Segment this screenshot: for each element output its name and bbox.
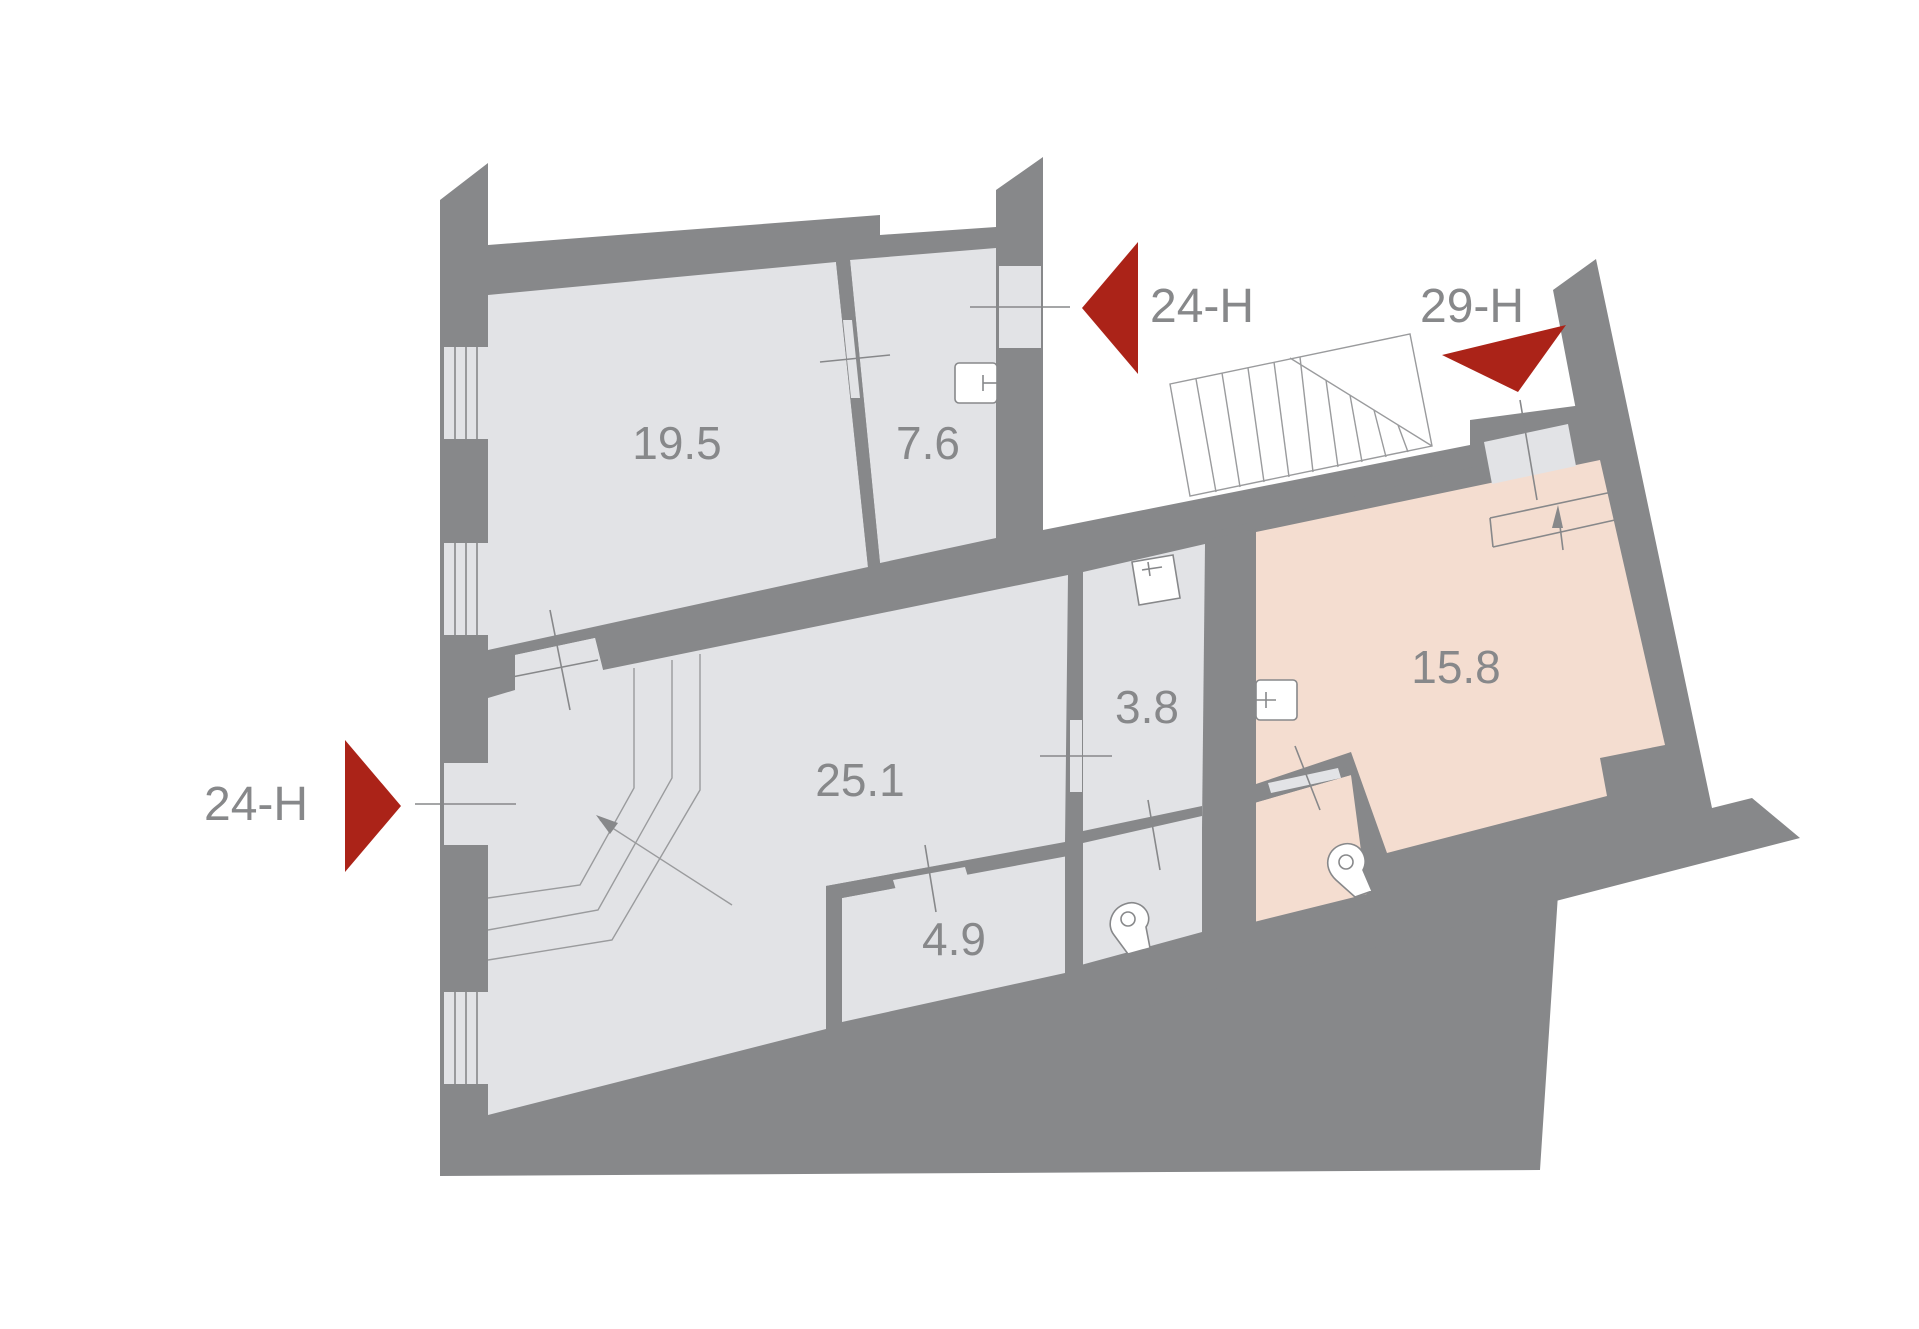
sink-icon bbox=[1131, 554, 1181, 606]
fixtures bbox=[954, 362, 1374, 955]
entrance-markers bbox=[345, 242, 1566, 872]
toilet-icon bbox=[1326, 842, 1374, 898]
entrance-label-left: 24-Н bbox=[204, 778, 308, 831]
room-area-label: 4.9 bbox=[922, 913, 986, 965]
room-c-floor bbox=[488, 575, 1068, 1115]
room-area-label: 25.1 bbox=[815, 754, 905, 806]
room-f-floor bbox=[1256, 460, 1665, 853]
room-b-floor bbox=[850, 248, 996, 563]
entrance-label-right: 29-Н bbox=[1420, 280, 1524, 333]
unit-labels: 24-Н 29-Н 24-Н bbox=[204, 280, 1524, 831]
room-a-floor bbox=[488, 262, 868, 650]
entrance-marker-left bbox=[345, 740, 401, 872]
area-labels: 19.5 7.6 25.1 3.8 4.9 15.8 bbox=[632, 417, 1501, 965]
room-area-label: 19.5 bbox=[632, 417, 722, 469]
entrance-label-top: 24-Н bbox=[1150, 280, 1254, 333]
room-area-label: 15.8 bbox=[1411, 641, 1501, 693]
entrance-marker-top bbox=[1082, 242, 1138, 374]
staircase-inner bbox=[487, 654, 733, 961]
room-area-label: 3.8 bbox=[1115, 681, 1179, 733]
windows-left bbox=[444, 347, 488, 1084]
entrance-marker-right bbox=[1442, 325, 1566, 392]
room-floors bbox=[488, 248, 1665, 1115]
doors bbox=[415, 266, 1616, 913]
room-e-floor bbox=[842, 856, 1065, 1022]
room-area-label: 7.6 bbox=[896, 417, 960, 469]
toilet-icon bbox=[1109, 901, 1151, 955]
room-d-floor bbox=[1083, 544, 1205, 852]
staircase-top bbox=[1169, 333, 1433, 497]
